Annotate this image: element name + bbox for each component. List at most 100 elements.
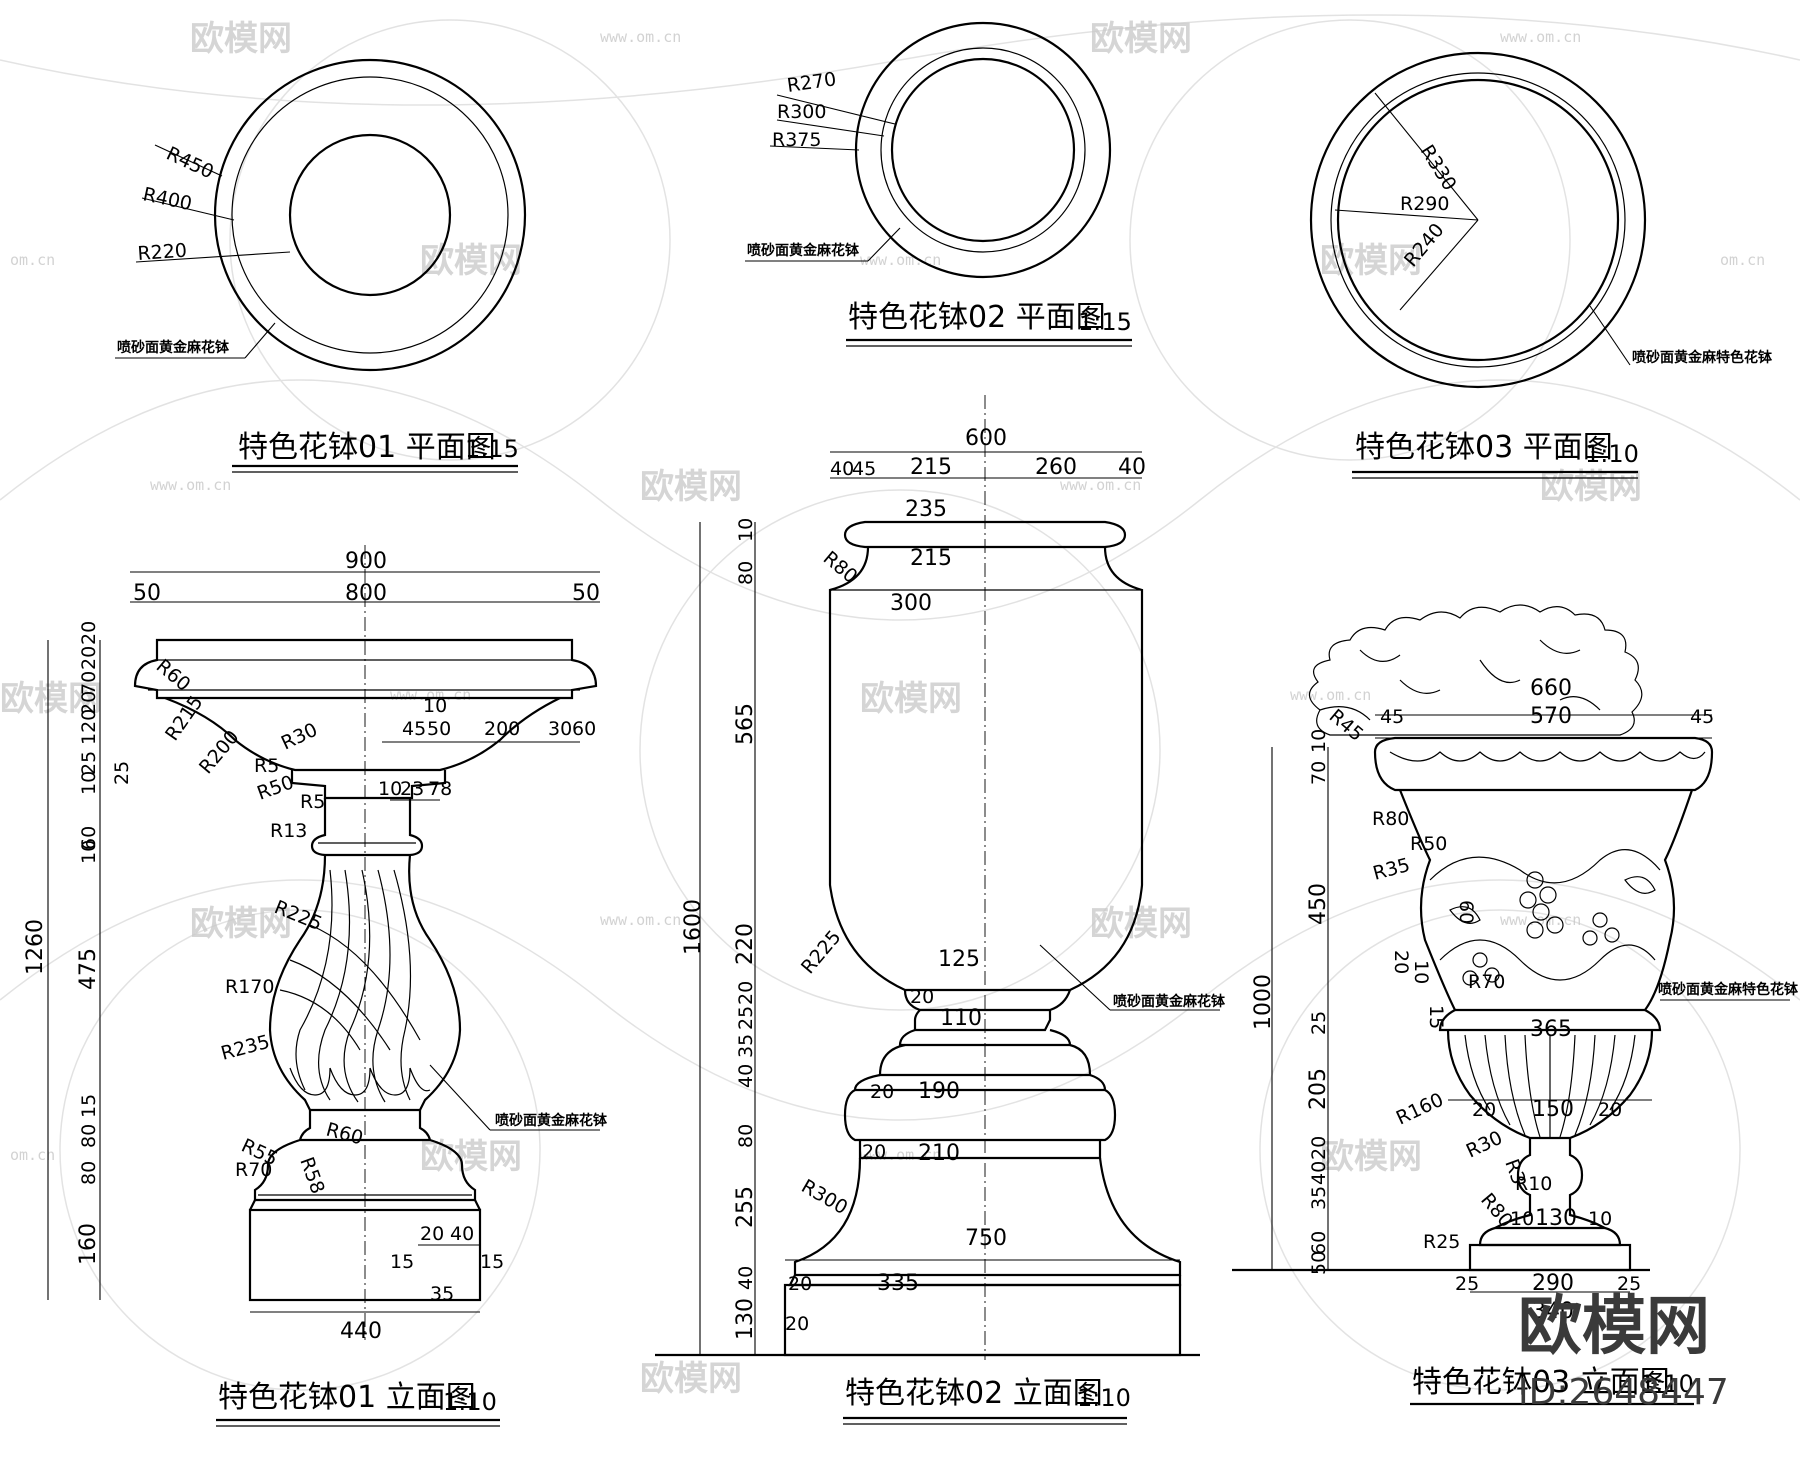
radius-label: R80 xyxy=(1372,808,1409,830)
dimension: 25 xyxy=(111,761,133,785)
watermark-url: www.om.cn xyxy=(1290,686,1371,704)
brand-id: ID:2648447 xyxy=(1518,1372,1729,1413)
plan-03-middle-circle xyxy=(1330,72,1626,368)
material-note: 喷砂面黄金麻花钵 xyxy=(495,1112,608,1129)
elevation-02-plinth xyxy=(783,1283,1182,1357)
plan-02-title: 特色花钵02 平面图 xyxy=(848,300,1106,335)
plan-01-inner-circle xyxy=(288,133,452,297)
radius-label: R5 xyxy=(300,791,325,813)
dimension: 20 xyxy=(785,1313,809,1335)
elevation-01-twist-flutes xyxy=(279,869,421,1103)
radius-label: R220 xyxy=(137,240,188,265)
dimension: 70 xyxy=(1308,761,1330,785)
leader-line xyxy=(1399,219,1479,311)
radius-label: R270 xyxy=(786,68,838,97)
radius-label: R290 xyxy=(1400,193,1449,215)
dimension: 35 xyxy=(1308,1186,1330,1210)
elevation-01: 900 800 50 50 440 10 45 50 200 30 60 10 … xyxy=(23,545,608,1427)
material-note: 喷砂面黄金麻花钵 xyxy=(1113,993,1226,1010)
elevation-01-title: 特色花钵01 立面图 xyxy=(218,1380,476,1415)
watermark-text: 欧模网 xyxy=(420,241,522,281)
dimension: 260 xyxy=(1035,455,1077,480)
elevation-01-plinth xyxy=(248,1208,482,1302)
dimension: 30 xyxy=(548,718,572,740)
watermark-pattern xyxy=(0,14,1800,1391)
elevation-01-lower-base xyxy=(253,1110,477,1202)
brand-logo-text: 欧模网 xyxy=(1518,1290,1710,1364)
watermark-url: www.om.cn xyxy=(600,911,681,929)
elevation-03-gadroons xyxy=(1464,1034,1636,1138)
plan-01-middle-circle xyxy=(231,76,509,354)
leader-line xyxy=(776,119,885,137)
watermark-url: om.cn xyxy=(10,251,55,269)
dimension: 80 xyxy=(735,561,757,585)
elevation-02-base xyxy=(793,1157,1182,1277)
dimension: 60 xyxy=(572,718,596,740)
dimension: 200 xyxy=(484,718,520,740)
dimension: 40 xyxy=(450,1223,474,1245)
elevation-02-title: 特色花钵02 立面图 xyxy=(845,1376,1103,1411)
dimension: 340 xyxy=(1532,1299,1574,1324)
radius-label: R200 xyxy=(195,726,244,778)
leader-line xyxy=(154,144,223,177)
angle-label: 60 xyxy=(1455,900,1477,924)
dimension: 25 xyxy=(1455,1273,1479,1295)
dimension: 220 xyxy=(733,923,758,965)
radius-label: R13 xyxy=(270,820,307,842)
dimension: 10 xyxy=(1588,1208,1612,1230)
dimension: 23 xyxy=(400,778,424,800)
dimension: 40 xyxy=(735,1064,757,1088)
dimension: 130 xyxy=(733,1298,758,1340)
dimension: 255 xyxy=(733,1186,758,1228)
plan-01-outer-circle xyxy=(213,58,527,372)
leader-line xyxy=(135,251,291,263)
plan-03-inner-circle xyxy=(1336,78,1620,362)
dimension: 800 xyxy=(345,581,387,606)
watermark-url: www.om.cn xyxy=(860,251,941,269)
dimension: 20 xyxy=(1472,1099,1496,1121)
dimension: 80 xyxy=(78,1161,100,1185)
radius-label: R375 xyxy=(772,129,821,151)
dimension: 35 xyxy=(430,1283,454,1305)
dimension: 290 xyxy=(1532,1271,1574,1296)
leader-line xyxy=(1589,305,1631,366)
brand-logo: 欧模网 ID:2648447 xyxy=(1518,1290,1729,1413)
plan-01-title: 特色花钵01 平面图 xyxy=(238,430,496,465)
dimension: 10 xyxy=(78,840,100,864)
radius-label: R300 xyxy=(798,1175,852,1219)
dimension: 40 xyxy=(830,458,854,480)
radius-label: R400 xyxy=(141,183,194,215)
radius-label: R160 xyxy=(1393,1089,1447,1130)
dimension: 10 xyxy=(378,778,402,800)
elevation-03-lip xyxy=(1373,736,1714,792)
angle-label: 10 xyxy=(1410,960,1432,984)
dimension: 235 xyxy=(905,497,947,522)
watermark-layer: 欧模网 www.om.cn 欧模网 www.om.cn om.cn 欧模网 ww… xyxy=(0,14,1800,1399)
dimension: 10 xyxy=(1308,729,1330,753)
dimension: 160 xyxy=(76,1223,101,1265)
dimension: 210 xyxy=(918,1141,960,1166)
watermark-text: 欧模网 xyxy=(1320,1137,1422,1177)
elevation-03-plinth xyxy=(1468,1243,1632,1272)
watermark-text: 欧模网 xyxy=(640,467,742,507)
elevation-02-body xyxy=(828,546,1144,992)
dimension: 1600 xyxy=(681,899,706,955)
dimension: 440 xyxy=(340,1319,382,1344)
dimension: 20 xyxy=(870,1081,894,1103)
elevation-02: 600 40 45 215 260 40 235 215 300 125 20 … xyxy=(655,395,1226,1425)
leader-line xyxy=(141,197,235,221)
radius-label: R30 xyxy=(1463,1127,1506,1163)
radius-label: R45 xyxy=(1325,705,1368,746)
dimension: 35 xyxy=(735,1034,757,1058)
dimension: 78 xyxy=(428,778,452,800)
leader-line xyxy=(867,227,901,262)
plan-02-inner-circle xyxy=(890,57,1076,243)
radius-label: R235 xyxy=(219,1031,272,1065)
watermark-text: 欧模网 xyxy=(190,904,292,944)
dimension: 130 xyxy=(1535,1206,1577,1231)
dimension: 25 xyxy=(1617,1273,1641,1295)
dimension: 125 xyxy=(938,947,980,972)
dimension: 20 xyxy=(1308,1136,1330,1160)
watermark-url: www.om.cn xyxy=(1060,476,1141,494)
